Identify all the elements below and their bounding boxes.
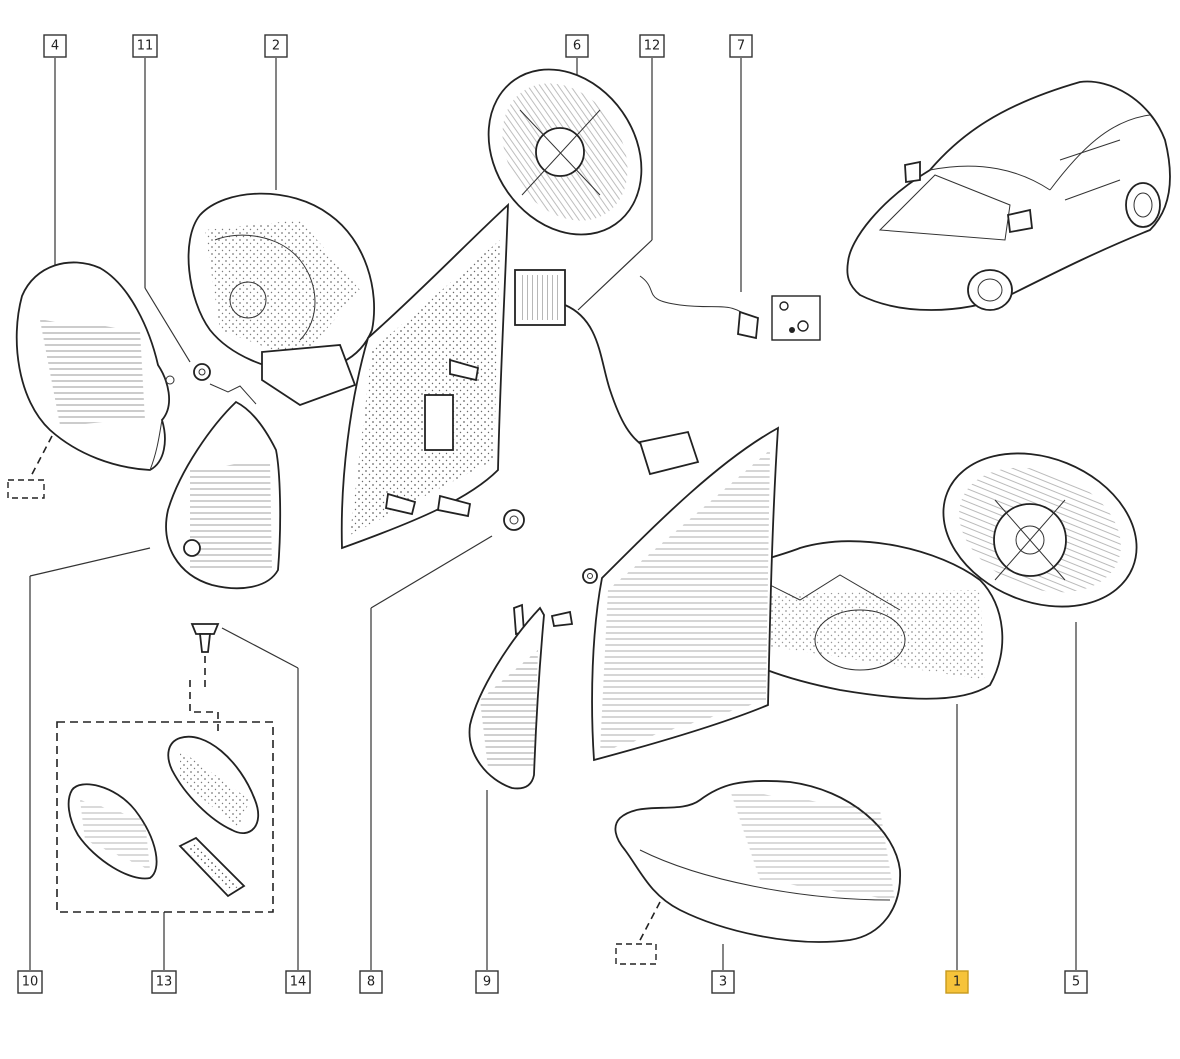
part-11-nut	[193, 363, 257, 405]
svg-text:11: 11	[137, 39, 154, 54]
part-10-triangle-trim	[165, 400, 282, 590]
callout-14: 14	[285, 970, 311, 994]
callout-11: 11	[132, 34, 158, 58]
clip-symbol-right	[615, 901, 661, 965]
svg-text:13: 13	[156, 975, 173, 990]
svg-text:8: 8	[367, 975, 375, 990]
svg-text:9: 9	[483, 975, 491, 990]
connector-symbol-icon	[771, 295, 821, 341]
svg-text:7: 7	[737, 39, 745, 54]
svg-text:5: 5	[1072, 975, 1080, 990]
callout-10: 10	[17, 970, 43, 994]
callout-1-highlighted: 1	[945, 970, 969, 994]
svg-text:4: 4	[51, 39, 59, 54]
svg-text:2: 2	[272, 39, 280, 54]
svg-text:14: 14	[290, 975, 307, 990]
svg-text:1: 1	[953, 975, 961, 990]
part-8-nut	[503, 509, 525, 531]
svg-text:6: 6	[573, 39, 581, 54]
leader-lines	[29, 58, 1077, 970]
part-14-screw	[190, 623, 220, 690]
car-thumbnail	[846, 80, 1171, 311]
callout-5: 5	[1064, 970, 1088, 994]
part-3-mirror-cover-right	[614, 779, 901, 943]
part-base-bracket-right	[591, 426, 780, 762]
callout-3: 3	[711, 970, 735, 994]
fasteners-right	[513, 568, 598, 636]
part-13-kit-group	[56, 680, 274, 913]
part-6-mirror-glass-top	[487, 68, 643, 236]
part-base-bracket-left	[340, 202, 509, 550]
svg-text:12: 12	[644, 39, 661, 54]
callout-12: 12	[639, 34, 665, 58]
svg-text:3: 3	[719, 975, 727, 990]
callout-9: 9	[475, 970, 499, 994]
callout-13: 13	[151, 970, 177, 994]
callout-4: 4	[43, 34, 67, 58]
callout-8: 8	[359, 970, 383, 994]
part-12-wiring-harness	[514, 269, 700, 476]
clip-symbol-left	[7, 435, 53, 499]
part-5-mirror-glass-right	[942, 452, 1138, 608]
callout-7: 7	[729, 34, 753, 58]
callout-2: 2	[264, 34, 288, 58]
part-2-mirror-housing	[187, 192, 375, 407]
part-7-wire-sensor	[639, 275, 759, 340]
part-9-triangle-trim	[468, 606, 545, 790]
part-4-mirror-cover	[15, 261, 175, 471]
svg-text:10: 10	[22, 975, 39, 990]
callout-6: 6	[565, 34, 589, 58]
